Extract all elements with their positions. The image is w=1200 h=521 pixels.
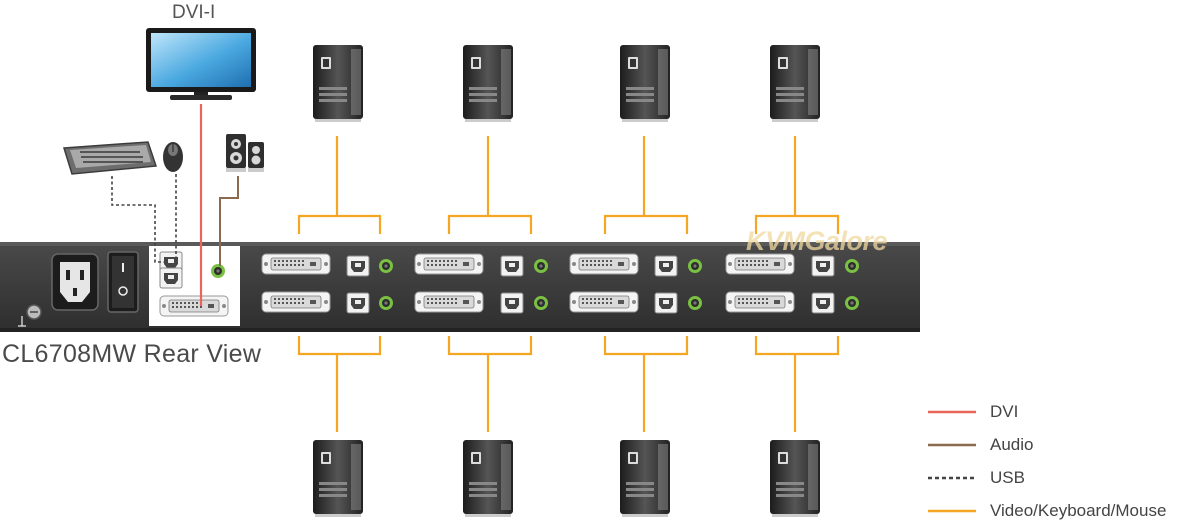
computer-tower-icon xyxy=(313,440,363,517)
computer-tower-icon xyxy=(770,45,820,122)
computer-tower-icon xyxy=(463,440,513,517)
legend-label-dvi: DVI xyxy=(990,402,1019,421)
legend-lines xyxy=(928,410,976,513)
power-switch xyxy=(107,251,139,313)
monitor-label: DVI-I xyxy=(172,2,216,23)
legend-label-audio: Audio xyxy=(990,435,1034,454)
usb-cables xyxy=(111,174,177,263)
monitor-icon xyxy=(146,28,256,100)
legend-label-usb: USB xyxy=(990,468,1025,487)
console-port-panel xyxy=(149,246,240,326)
ground-screw-icon xyxy=(18,304,42,327)
computer-tower-icon xyxy=(313,45,363,122)
computer-tower-icon xyxy=(620,45,670,122)
power-inlet xyxy=(51,253,99,311)
vkm-connector-top xyxy=(297,136,840,234)
computer-tower-icon xyxy=(620,440,670,517)
rear-view-title: CL6708MW Rear View xyxy=(2,340,262,368)
computer-tower-icon xyxy=(770,440,820,517)
legend-label-vkm: Video/Keyboard/Mouse xyxy=(990,501,1167,520)
mouse-icon xyxy=(163,142,183,172)
computer-tower-icon xyxy=(463,45,513,122)
vkm-connector-bottom xyxy=(297,336,840,432)
speakers-icon xyxy=(226,134,264,172)
audio-cable xyxy=(219,176,239,266)
watermark-logo: KVMGalore xyxy=(746,226,888,256)
keyboard-icon xyxy=(63,141,158,175)
